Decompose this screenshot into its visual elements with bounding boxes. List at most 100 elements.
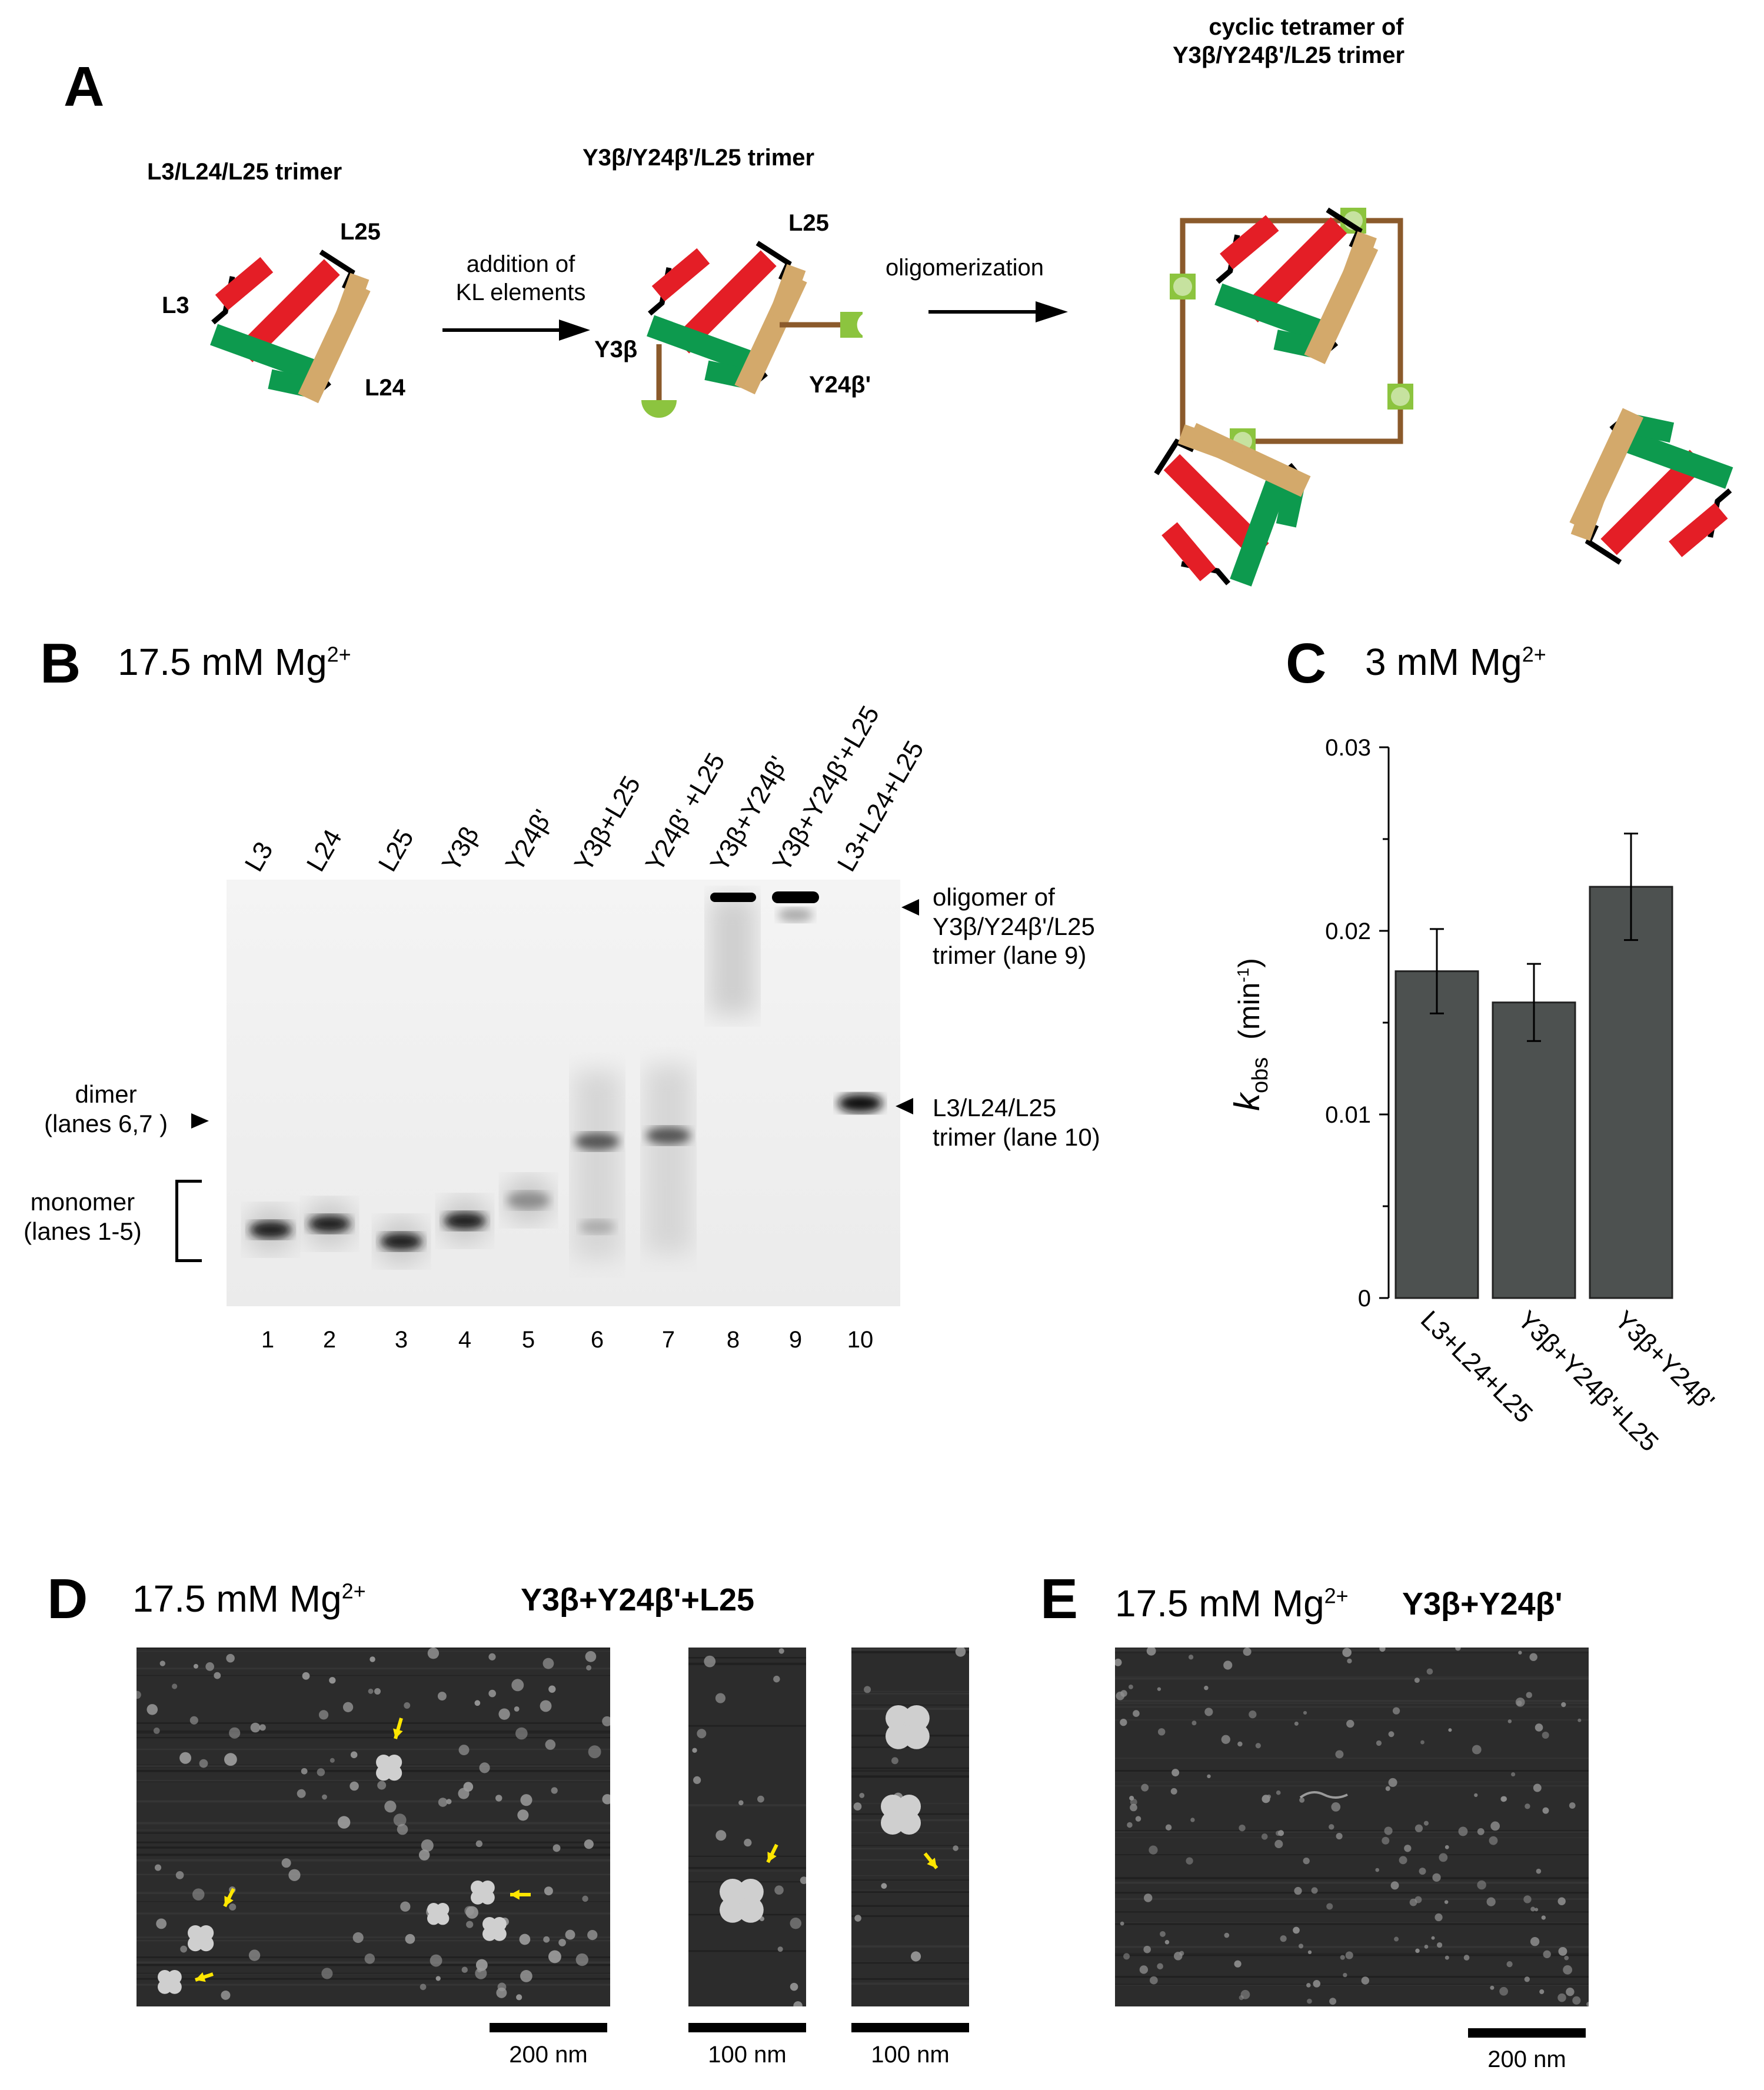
afm-particle (301, 1768, 308, 1775)
afm-particle (1432, 1873, 1441, 1882)
afm-particle (430, 1954, 442, 1967)
afm-particle (405, 1933, 415, 1944)
step1-arrow-head (559, 320, 590, 341)
afm-particle (1294, 1886, 1302, 1895)
afm-particle (697, 1729, 707, 1739)
bar (1394, 970, 1479, 1299)
afm-particle (1542, 1807, 1549, 1814)
afm-particle (516, 1994, 522, 2001)
afm-particle (543, 1936, 550, 1943)
trimer1-label-l24: L24 (365, 375, 405, 401)
afm-particle (1133, 1710, 1140, 1717)
afm-particle (137, 1690, 141, 1699)
afm-tetramer-lobe (387, 1755, 402, 1770)
afm-particle (1190, 1818, 1195, 1822)
afm-particle (1501, 1796, 1507, 1802)
afm-particle (377, 1781, 387, 1790)
gel-lane-label: L24 (301, 824, 348, 877)
afm-e-particles (1115, 1648, 1589, 2006)
afm-particle (1130, 1798, 1137, 1806)
afm-particle (1293, 1926, 1300, 1934)
afm-particle (1384, 1826, 1393, 1835)
afm-particle (1346, 1719, 1354, 1728)
afm-particle (1329, 1824, 1334, 1830)
afm-particle (1179, 1951, 1184, 1956)
afm-particle (544, 1886, 553, 1896)
afm-image-inset2 (851, 1648, 969, 2006)
afm-particle (1431, 1936, 1435, 1940)
tetramer-motif (1156, 157, 1764, 587)
afm-particle (864, 1686, 871, 1693)
scale-label-e: 200 nm (1487, 2046, 1566, 2072)
afm-particle (1204, 1685, 1209, 1690)
afm-particle (1255, 1743, 1261, 1749)
afm-particle (496, 1987, 507, 1998)
panel-d-condition: 17.5 mM Mg2+ (132, 1577, 366, 1620)
afm-tetramer-lobe (198, 1925, 214, 1941)
afm-tetramer-lobe (158, 1979, 172, 1994)
trimer1-label-l3: L3 (162, 292, 189, 318)
panel-label-c: C (1286, 632, 1327, 695)
afm-particle (551, 1787, 558, 1794)
afm-tetramer-lobe (720, 1879, 745, 1905)
afm-particle (156, 1918, 167, 1929)
afm-particle (446, 1799, 452, 1805)
afm-particle (1424, 1945, 1429, 1949)
afm-particle (1569, 1802, 1576, 1809)
afm-particle (1123, 1953, 1130, 1960)
gel-lane-number: 4 (458, 1327, 472, 1353)
panel-e-condition-text: 17.5 mM Mg (1115, 1582, 1324, 1625)
afm-particle (585, 1651, 597, 1662)
afm-particle (1382, 1836, 1390, 1845)
panel-d-condition-text: 17.5 mM Mg (132, 1578, 342, 1620)
afm-particle (1394, 1936, 1399, 1942)
afm-particle (172, 1683, 178, 1689)
afm-particle (427, 1648, 440, 1659)
scale-bar-inset2 (851, 2023, 969, 2032)
afm-particle (498, 1708, 510, 1720)
afm-particle (744, 1839, 752, 1847)
afm-particle (1313, 1980, 1321, 1988)
afm-tetramer-lobe (886, 1723, 911, 1749)
afm-particle (1435, 1913, 1443, 1922)
afm-particle (1130, 1803, 1137, 1812)
afm-particle (548, 1950, 561, 1963)
afm-particle (1129, 1685, 1133, 1689)
afm-particle (1439, 1853, 1448, 1862)
afm-particle (1490, 1985, 1495, 1990)
afm-particle (393, 1813, 407, 1827)
afm-particle (1564, 1955, 1569, 1961)
afm-particle (437, 1692, 447, 1701)
afm-particle (1336, 1832, 1343, 1840)
afm-particle (466, 1921, 474, 1928)
afm-particle (1388, 1778, 1397, 1787)
afm-particle (479, 1762, 490, 1773)
afm-particle (854, 1915, 861, 1922)
afm-particle (281, 1858, 291, 1868)
afm-particle (329, 1677, 336, 1684)
afm-tetramer-lobe (881, 1811, 904, 1835)
afm-particle (153, 1728, 160, 1734)
tetramer-title-line2: Y3β/Y24β'/L25 trimer (1172, 42, 1405, 68)
afm-particle (1361, 1976, 1370, 1985)
afm-particle (588, 1745, 601, 1759)
afm-tetramer-lobe (897, 1795, 921, 1818)
afm-particle (715, 1830, 727, 1841)
afm-particle (1539, 1989, 1545, 1995)
gel-band-monomer (249, 1221, 292, 1239)
panel-e-sample: Y3β+Y24β' (1402, 1586, 1563, 1622)
afm-particle (586, 1665, 592, 1670)
afm-particle (1307, 1950, 1312, 1955)
gel-lane-number: 2 (322, 1327, 337, 1353)
afm-particle (1420, 1740, 1424, 1745)
afm-image-e (1115, 1648, 1589, 2006)
afm-particle (1533, 1783, 1542, 1792)
panel-label-d: D (47, 1568, 88, 1630)
monomer-annotation-line1: monomer (30, 1188, 135, 1216)
afm-particle (374, 1688, 381, 1695)
afm-particle (582, 1895, 588, 1902)
afm-particle (175, 1871, 184, 1879)
afm-particle (1472, 1745, 1482, 1755)
afm-particle (248, 1949, 261, 1961)
afm-main-particles (137, 1648, 610, 2001)
